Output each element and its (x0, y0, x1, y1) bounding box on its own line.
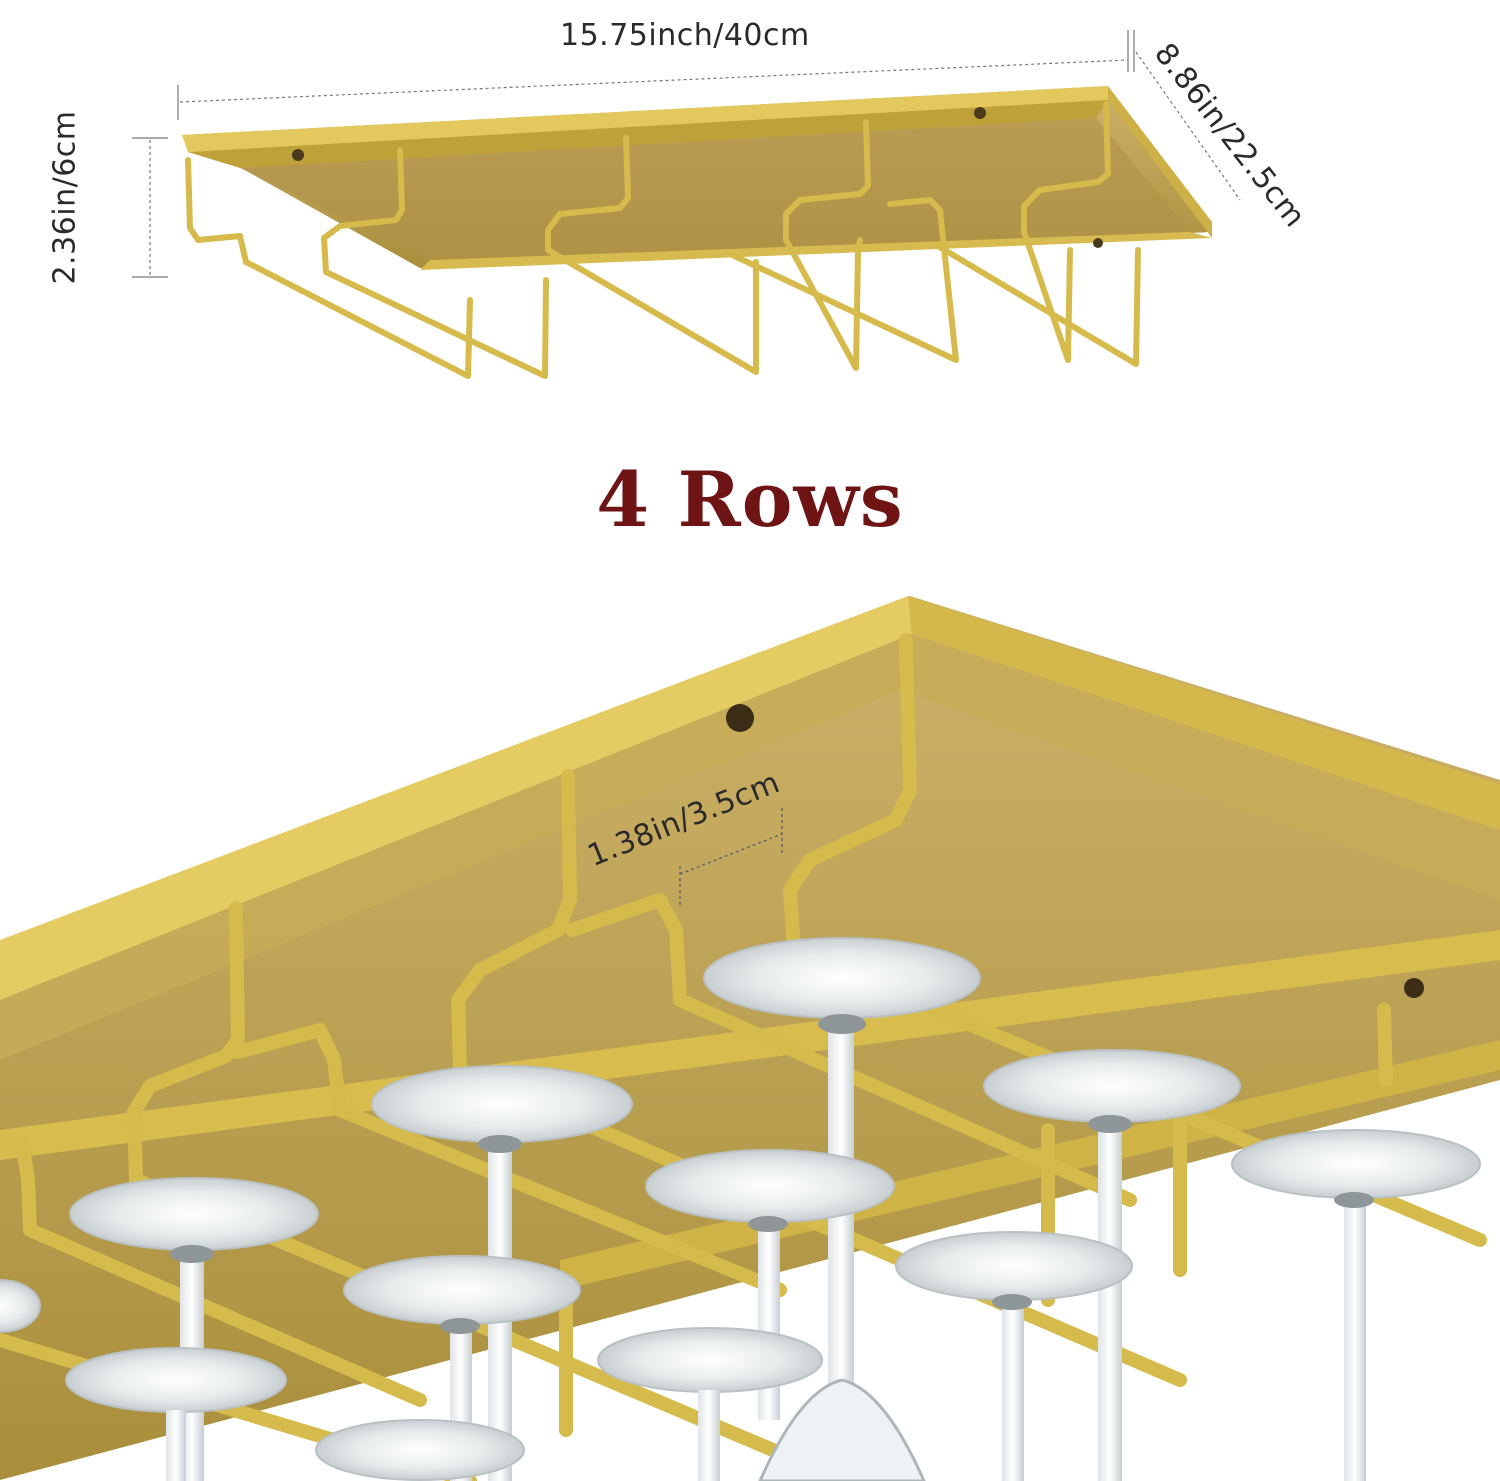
glass (0, 1279, 41, 1333)
rows-headline: 4 Rows (596, 455, 904, 544)
glass (65, 1347, 287, 1481)
glass (371, 1065, 633, 1481)
dimension-guides (149, 51, 1241, 276)
height-dimension-label: 2.36in/6cm (47, 110, 83, 285)
glass (895, 1231, 1133, 1481)
spacing-dimension-guide (679, 808, 783, 906)
top-rails (185, 101, 1141, 379)
wine-glasses (0, 937, 1481, 1481)
glass (1231, 1129, 1481, 1481)
glass (983, 1049, 1241, 1481)
glass (597, 1327, 823, 1481)
glass-bowl (758, 1378, 926, 1481)
glass (315, 1419, 525, 1481)
top-rack-view (132, 30, 1241, 379)
bottom-rack-view (0, 596, 1500, 1481)
width-dimension-label: 15.75inch/40cm (560, 18, 810, 53)
